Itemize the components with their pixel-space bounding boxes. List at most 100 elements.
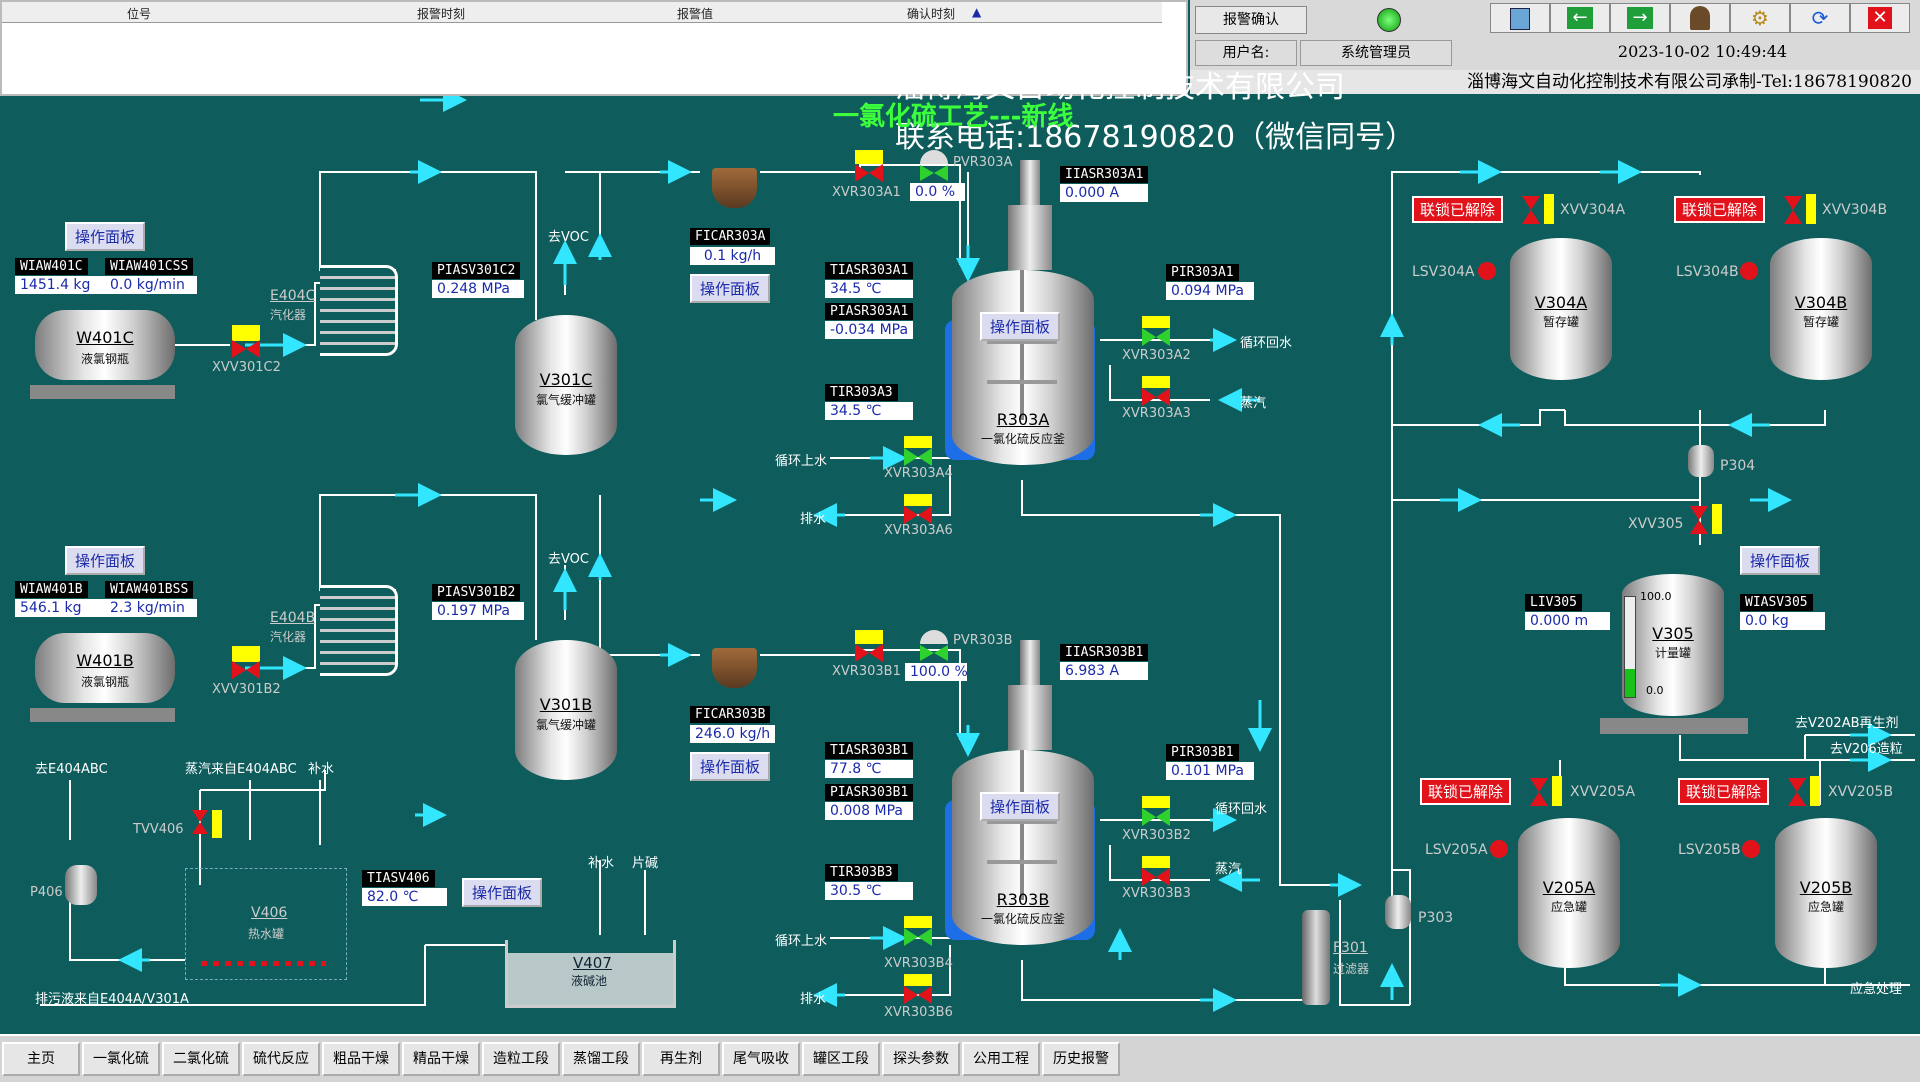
tank-v205b[interactable]: V205B 应急罐: [1775, 818, 1877, 968]
vaporizer-e404c[interactable]: [320, 265, 398, 356]
valve-xvv301b2[interactable]: [232, 661, 260, 679]
valve-xvr303b6[interactable]: [904, 986, 932, 1004]
pool-v407[interactable]: V407 液碱池: [505, 940, 676, 1008]
user-icon[interactable]: [1670, 3, 1730, 33]
valve-xvv301c2[interactable]: [232, 340, 260, 358]
tank-v304a[interactable]: V304A 暂存罐: [1510, 238, 1612, 380]
valve-xvv205a[interactable]: [1530, 778, 1548, 806]
valve-xvr303a2[interactable]: [1142, 328, 1170, 346]
nav-button-9[interactable]: 尾气吸收: [722, 1042, 800, 1076]
value-pvr303b: 100.0 %: [905, 663, 968, 681]
nav-button-8[interactable]: 再生剂: [642, 1042, 720, 1076]
pvr303a-label: PVR303A: [953, 155, 1013, 170]
alarm-list[interactable]: 位号 报警时刻 报警值 确认时刻 ▲: [0, 0, 1188, 96]
v301c-desc: 氯气缓冲罐: [535, 393, 596, 407]
valve-xvr303b4[interactable]: [904, 928, 932, 946]
valve-xvr303a3[interactable]: [1142, 388, 1170, 406]
op-panel-button-r303b[interactable]: 操作面板: [980, 792, 1061, 821]
settings-gear-icon[interactable]: ⚙: [1730, 3, 1790, 33]
valve-xvv304b[interactable]: [1784, 196, 1802, 224]
valve-pvr303a[interactable]: [920, 165, 948, 181]
op-panel-button-r303a[interactable]: 操作面板: [980, 312, 1061, 341]
valve-xvr303a6[interactable]: [904, 506, 932, 524]
nav-button-5[interactable]: 精品干燥: [402, 1042, 480, 1076]
back-arrow-icon[interactable]: ←: [1550, 3, 1610, 33]
forward-arrow-icon[interactable]: →: [1610, 3, 1670, 33]
reactor-r303b[interactable]: R303B 一氯化硫反应釜: [952, 750, 1094, 945]
interlock-xvv205b[interactable]: 联锁已解除: [1678, 778, 1770, 805]
valve-xvv304a[interactable]: [1522, 196, 1540, 224]
motor-r303a[interactable]: [1020, 160, 1040, 205]
nav-button-4[interactable]: 粗品干燥: [322, 1042, 400, 1076]
vaporizer-e404b[interactable]: [320, 585, 398, 676]
valve-xvr303a4[interactable]: [904, 448, 932, 466]
pump-p406[interactable]: [65, 865, 97, 905]
op-panel-button-303b-feed[interactable]: 操作面板: [690, 752, 771, 781]
valve-xvv305[interactable]: [1690, 506, 1708, 534]
nav-button-13[interactable]: 历史报警: [1042, 1042, 1120, 1076]
pump-p303[interactable]: [1385, 895, 1411, 929]
valve-xvr303a1[interactable]: [855, 164, 883, 182]
valve-xvr303a6-actuator: [904, 494, 932, 506]
value-piasr303a1: -0.034 MPa: [825, 321, 913, 339]
w401c-scale: [30, 385, 175, 399]
op-panel-button-w401b[interactable]: 操作面板: [65, 546, 146, 575]
v301c-name: V301C: [539, 370, 593, 389]
report-icon[interactable]: [1490, 3, 1550, 33]
pump-p304[interactable]: [1688, 445, 1714, 477]
v205b-name: V205B: [1799, 878, 1853, 897]
tank-v205a[interactable]: V205A 应急罐: [1518, 818, 1620, 968]
tag-tiasr303b1: TIASR303B1: [825, 742, 914, 759]
close-icon[interactable]: ✕: [1850, 3, 1910, 33]
nav-button-2[interactable]: 二氯化硫: [162, 1042, 240, 1076]
reactor-r303a[interactable]: R303A 一氯化硫反应釜: [952, 270, 1094, 465]
tank-v301c[interactable]: V301C 氯气缓冲罐: [515, 315, 617, 455]
valve-xvv205b[interactable]: [1788, 778, 1806, 806]
valve-tvv406[interactable]: [192, 810, 208, 834]
value-ficar303a: 0.1 kg/h: [690, 247, 775, 265]
tank-v301b[interactable]: V301B 氯气缓冲罐: [515, 640, 617, 780]
company-banner: 淄博海文自动化控制技术有限公司承制-Tel:18678190820: [1190, 70, 1920, 94]
flowmeter-ficar303b[interactable]: [712, 648, 757, 688]
refresh-icon[interactable]: ⟳: [1790, 3, 1850, 33]
tank-v304b[interactable]: V304B 暂存罐: [1770, 238, 1872, 380]
interlock-xvv205a[interactable]: 联锁已解除: [1420, 778, 1512, 805]
flowmeter-ficar303a[interactable]: [712, 168, 757, 208]
cylinder-w401b[interactable]: W401B 液氯钢瓶: [35, 633, 175, 703]
interlock-xvv304a[interactable]: 联锁已解除: [1412, 196, 1504, 223]
filter-f301[interactable]: [1302, 910, 1330, 1005]
alarm-ack-button[interactable]: 报警确认: [1195, 6, 1307, 34]
xvr303b3-label: XVR303B3: [1122, 886, 1191, 901]
cylinder-w401c[interactable]: W401C 液氯钢瓶: [35, 310, 175, 380]
nav-button-1[interactable]: 一氯化硫: [82, 1042, 160, 1076]
nav-button-3[interactable]: 硫代反应: [242, 1042, 320, 1076]
motor-r303b[interactable]: [1020, 640, 1040, 685]
steam-label-a: 蒸汽: [1240, 396, 1267, 411]
nav-button-0[interactable]: 主页: [2, 1042, 80, 1076]
interlock-xvv304b[interactable]: 联锁已解除: [1674, 196, 1766, 223]
nav-button-10[interactable]: 罐区工段: [802, 1042, 880, 1076]
e404c-name[interactable]: E404C: [270, 288, 316, 304]
nav-button-11[interactable]: 探头参数: [882, 1042, 960, 1076]
nav-button-12[interactable]: 公用工程: [962, 1042, 1040, 1076]
nav-button-6[interactable]: 造粒工段: [482, 1042, 560, 1076]
valve-pvr303b[interactable]: [920, 645, 948, 661]
valve-xvr303a4-actuator: [904, 436, 932, 448]
e404b-name[interactable]: E404B: [270, 610, 316, 626]
agitator-drive-r303a: [1008, 205, 1052, 270]
op-panel-button-v406[interactable]: 操作面板: [462, 878, 543, 907]
valve-xvr303b3[interactable]: [1142, 868, 1170, 886]
value-pir303b1: 0.101 MPa: [1166, 762, 1254, 780]
tag-tir303b3: TIR303B3: [825, 864, 898, 881]
tank-v305[interactable]: V305 计量罐: [1622, 574, 1724, 716]
tank-v406[interactable]: V406 热水罐: [185, 868, 347, 980]
op-panel-button-w401c[interactable]: 操作面板: [65, 222, 146, 251]
nav-button-7[interactable]: 蒸馏工段: [562, 1042, 640, 1076]
op-panel-button-v305[interactable]: 操作面板: [1740, 546, 1821, 575]
value-wiaw401b: 546.1 kg: [15, 599, 107, 617]
valve-xvr303b2[interactable]: [1142, 808, 1170, 826]
valve-xvr303b1[interactable]: [855, 644, 883, 662]
tag-piasv301c2: PIASV301C2: [432, 262, 521, 279]
tag-wiaw401b: WIAW401B: [15, 581, 88, 598]
op-panel-button-303a-feed[interactable]: 操作面板: [690, 274, 771, 303]
